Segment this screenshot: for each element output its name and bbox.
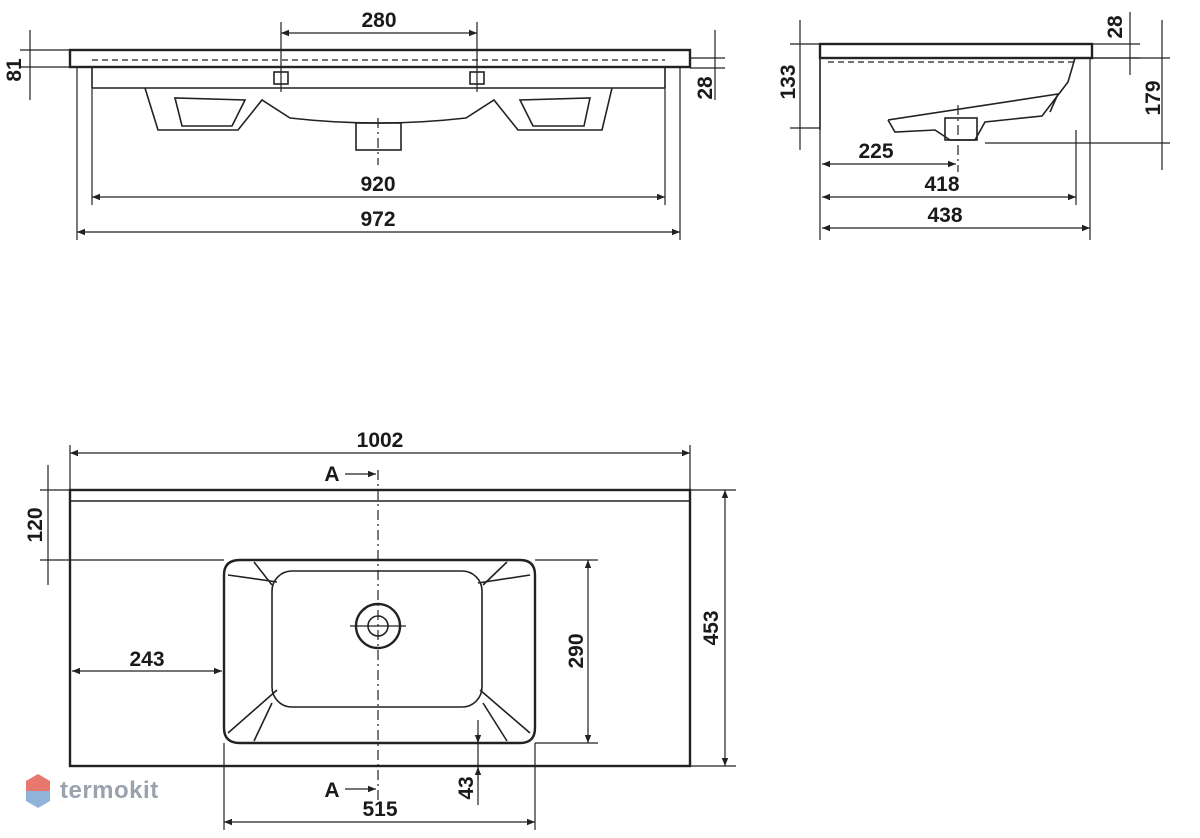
bowl-corner-bl: [227, 689, 278, 734]
side-height-left-label: 133: [777, 64, 800, 99]
side-outer-depth-label: 438: [927, 204, 962, 227]
side-bowl-inner: [887, 92, 1060, 121]
depth-right-label: 28: [694, 76, 717, 100]
bowl-facet-tl: [253, 561, 273, 586]
side-drain-offset-label: 225: [858, 140, 893, 163]
outer-width-label: 972: [360, 208, 395, 231]
bowl-outer-outline: [222, 558, 537, 745]
inner-width-label: 920: [360, 173, 395, 196]
side-countertop-slab: [818, 42, 1094, 60]
bottom-margin-label: 43: [455, 776, 478, 799]
bowl-facet-tr: [482, 561, 508, 586]
countertop-slab: [68, 48, 692, 69]
left-chamfer: [173, 97, 247, 127]
plan-view: A A 1002 120 243 290 453 515 43: [24, 429, 736, 830]
hexagon-logo-icon: [26, 774, 50, 808]
side-thickness-label: 28: [1104, 15, 1127, 39]
section-mark-bottom: A: [324, 779, 339, 802]
bowl-depth-label: 290: [565, 633, 588, 668]
side-height-right-label: 179: [1142, 80, 1165, 115]
side-inner-depth-label: 418: [924, 173, 959, 196]
plan-countertop-outline: [68, 488, 692, 768]
plan-width-label: 1002: [357, 429, 404, 452]
brand-name: termokit: [60, 777, 159, 804]
front-view: 280 81 28 920 972: [3, 9, 725, 240]
depth-left-label: 81: [3, 58, 26, 82]
side-bowl-profile: [887, 57, 1076, 141]
tap-spacing-label: 280: [361, 9, 396, 32]
side-drain: [944, 117, 978, 141]
bowl-facet-br: [482, 702, 508, 742]
brand-logo: termokit: [24, 772, 159, 810]
bowl-inner-basin: [271, 570, 483, 708]
left-offset-label: 243: [129, 648, 164, 671]
bowl-corner-br: [479, 689, 531, 734]
right-chamfer: [518, 97, 591, 127]
side-view: 28 133 179 225 418 438: [777, 12, 1170, 240]
section-mark-top: A: [324, 463, 339, 486]
bowl-width-label: 515: [362, 798, 397, 821]
top-strip-label: 120: [24, 507, 47, 542]
bowl-facet-bl: [253, 702, 273, 742]
plan-depth-label: 453: [700, 610, 723, 645]
